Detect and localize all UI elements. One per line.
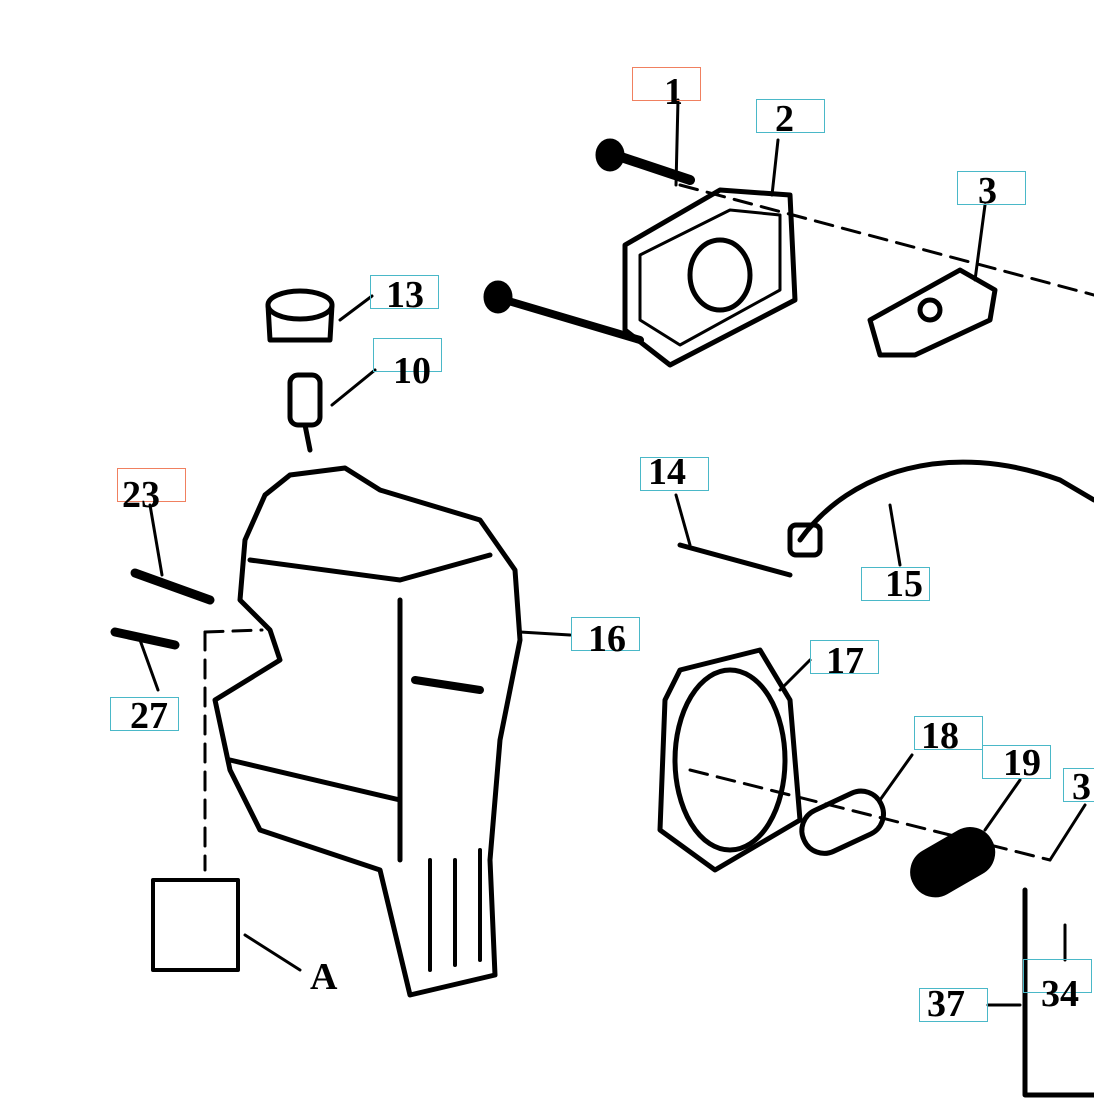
label-text-2: 2 xyxy=(775,98,794,140)
label-box-3b xyxy=(1063,768,1094,802)
leader-lines xyxy=(138,98,1087,1007)
cap-13 xyxy=(265,288,335,343)
label-text-1: 1 xyxy=(664,71,683,113)
label-box-2 xyxy=(756,99,825,133)
dashed-lines xyxy=(203,183,1094,872)
label-box-17 xyxy=(810,640,879,674)
label-box-1 xyxy=(632,67,701,101)
valve-10 xyxy=(287,372,323,453)
cable-15 xyxy=(677,459,1094,578)
label-box-34 xyxy=(1023,959,1092,993)
muffler-2 xyxy=(622,187,798,368)
label-box-27 xyxy=(110,697,179,731)
label-text-10: 10 xyxy=(393,350,431,392)
frame-bracket xyxy=(1022,887,1094,1098)
label-text-15: 15 xyxy=(885,563,923,605)
label-box-15 xyxy=(861,567,930,601)
bolt-1 xyxy=(483,138,695,344)
label-text-27: 27 xyxy=(130,695,168,737)
screws xyxy=(110,568,215,650)
bracket-3 xyxy=(867,267,998,358)
label-text-13: 13 xyxy=(386,274,424,316)
label-text-37: 37 xyxy=(927,983,965,1025)
label-text-14: 14 xyxy=(648,451,686,493)
tank-16 xyxy=(212,465,523,998)
label-text-16: 16 xyxy=(588,618,626,660)
label-box-37 xyxy=(919,988,988,1022)
detail-box-a xyxy=(151,878,240,972)
label-text-19: 19 xyxy=(1003,742,1041,784)
label-text-34: 34 xyxy=(1041,973,1079,1015)
label-box-16 xyxy=(571,617,640,651)
label-box-23 xyxy=(117,468,186,502)
parts-18-19 xyxy=(799,788,996,898)
detail-label-a: A xyxy=(310,956,338,998)
label-text-3b: 3 xyxy=(1072,766,1091,808)
label-text-23: 23 xyxy=(122,474,160,516)
label-box-14 xyxy=(640,457,709,491)
label-text-3: 3 xyxy=(978,170,997,212)
label-text-18: 18 xyxy=(921,715,959,757)
gasket-17 xyxy=(657,647,803,873)
label-box-3 xyxy=(957,171,1026,205)
label-box-18 xyxy=(914,716,983,750)
label-text-17: 17 xyxy=(826,640,864,682)
label-box-13 xyxy=(370,275,439,309)
label-box-10 xyxy=(373,338,442,372)
label-box-19 xyxy=(982,745,1051,779)
